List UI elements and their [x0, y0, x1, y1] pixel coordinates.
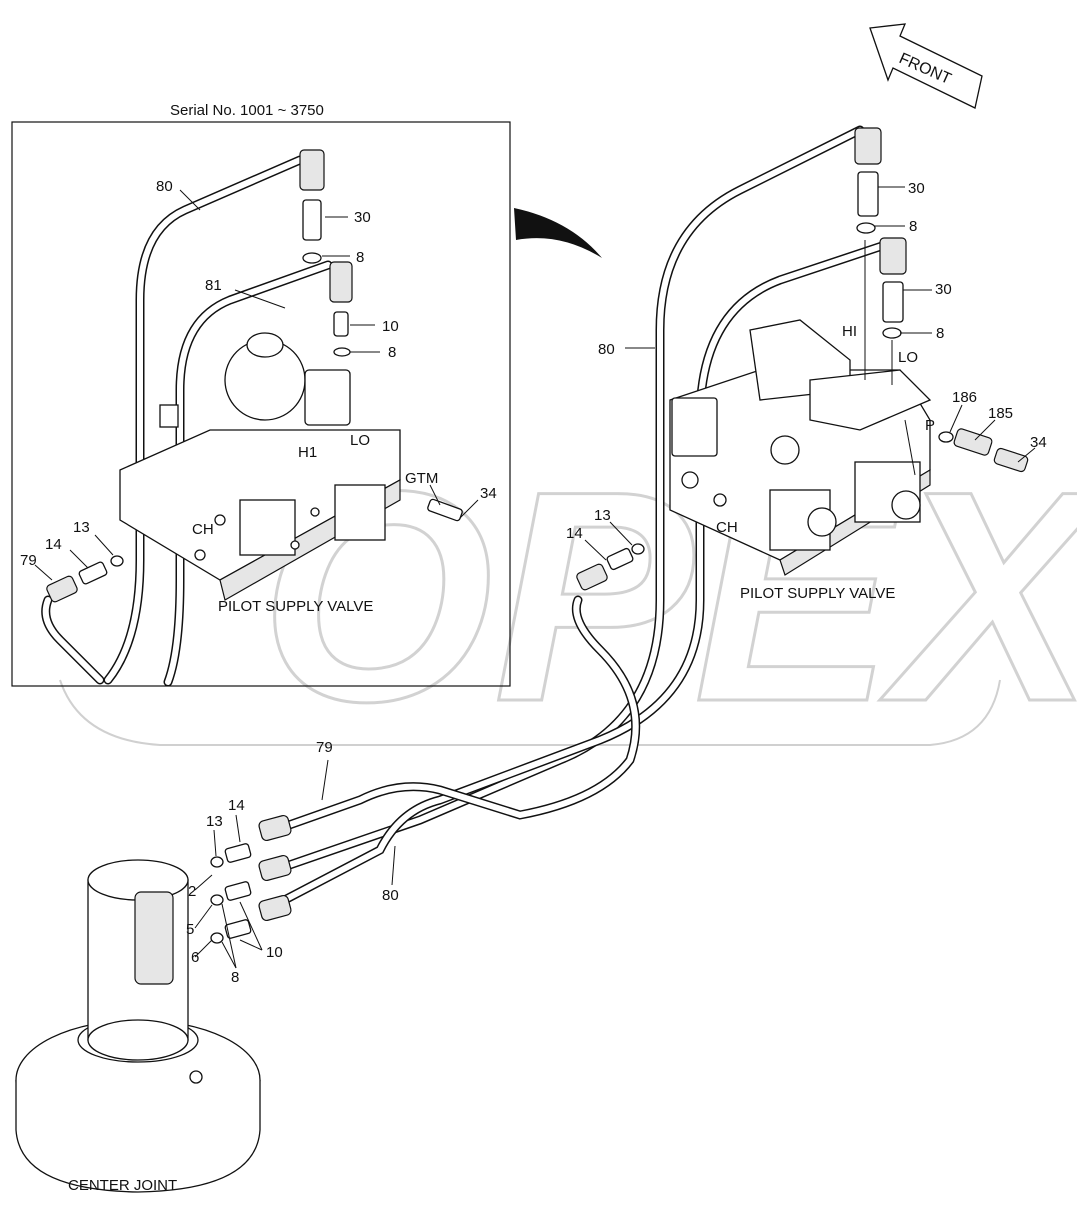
center-joint	[15, 814, 292, 1193]
main-label-ch: CH	[716, 519, 738, 536]
joint-label-6: 6	[191, 949, 199, 966]
inset-label-8b: 8	[388, 344, 396, 361]
main-label-13: 13	[594, 507, 611, 524]
inset-valve-name: PILOT SUPPLY VALVE	[218, 598, 373, 615]
inset-label-30: 30	[354, 209, 371, 226]
inset-labels: 80 30 8 81 10 8 H1 LO GTM 34 13 14 79 CH…	[20, 178, 497, 615]
center-joint-label: CENTER JOINT	[68, 1177, 177, 1194]
inset-label-13: 13	[73, 519, 90, 536]
main-label-hi: HI	[842, 323, 857, 340]
joint-label-8: 8	[231, 969, 239, 986]
inset-assembly	[41, 149, 463, 687]
joint-leaders	[194, 759, 396, 969]
main-leaders	[584, 186, 1036, 561]
inset-leaders	[34, 189, 479, 581]
joint-label-10: 10	[266, 944, 283, 961]
main-labels: 30 8 30 8 HI LO 80 186 185 34 P 13 14 CH…	[566, 180, 1047, 602]
joint-labels: 79 14 13 2 5 6 8 10 80 CENTER JOINT	[68, 739, 399, 1194]
main-label-30b: 30	[935, 281, 952, 298]
joint-label-13: 13	[206, 813, 223, 830]
joint-label-2: 2	[188, 883, 196, 900]
front-arrow-shape	[869, 23, 983, 109]
main-label-80: 80	[598, 341, 615, 358]
inset-label-80: 80	[156, 178, 173, 195]
inset-label-h1: H1	[298, 444, 317, 461]
inset-label-10: 10	[382, 318, 399, 335]
main-label-p: P	[925, 417, 935, 434]
main-label-186: 186	[952, 389, 977, 406]
joint-label-80: 80	[382, 887, 399, 904]
main-label-34: 34	[1030, 434, 1047, 451]
inset-label-81: 81	[205, 277, 222, 294]
main-label-8b: 8	[936, 325, 944, 342]
joint-label-14: 14	[228, 797, 245, 814]
main-label-lo: LO	[898, 349, 918, 366]
inset-label-8a: 8	[356, 249, 364, 266]
front-arrow: FRONT	[869, 23, 983, 109]
inset-frame	[11, 121, 511, 687]
joint-label-79: 79	[316, 739, 333, 756]
main-label-185: 185	[988, 405, 1013, 422]
main-label-8a: 8	[909, 218, 917, 235]
watermark-swoosh	[59, 679, 1001, 746]
serial-note: Serial No. 1001 ~ 3750	[170, 102, 324, 119]
main-label-14: 14	[566, 525, 583, 542]
inset-label-ch: CH	[192, 521, 214, 538]
inset-label-79: 79	[20, 552, 37, 569]
main-valve-name: PILOT SUPPLY VALVE	[740, 585, 895, 602]
inset-label-34: 34	[480, 485, 497, 502]
inset-label-14: 14	[45, 536, 62, 553]
inset-label-lo: LO	[350, 432, 370, 449]
pointer-arrow	[514, 208, 602, 258]
main-assembly	[270, 125, 1029, 910]
joint-label-5: 5	[186, 921, 194, 938]
inset-label-gtm: GTM	[405, 470, 438, 487]
main-label-30a: 30	[908, 180, 925, 197]
